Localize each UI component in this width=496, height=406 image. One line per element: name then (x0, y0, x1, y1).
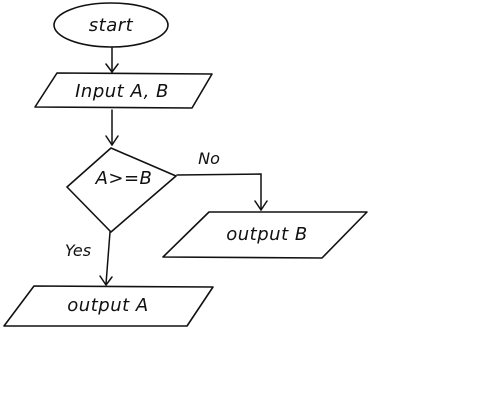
input-parallelogram-shape (34, 72, 213, 109)
arrowhead (254, 200, 268, 211)
edge-decision-no: No (176, 149, 268, 211)
arrowhead (105, 63, 119, 73)
edge-decision-yes: Yes (65, 231, 113, 286)
edge-line (105, 231, 111, 285)
input-label: Input A, B (75, 81, 169, 102)
edge-no-label: No (198, 149, 220, 168)
output-b-label: output B (226, 224, 307, 245)
output-a-label: output A (67, 295, 148, 316)
arrowhead (105, 135, 119, 146)
edge-line (176, 173, 262, 211)
decision-node: A>=B (66, 147, 177, 233)
decision-label: A>=B (95, 168, 153, 189)
output-a-parallelogram-shape (3, 285, 214, 327)
edge-yes-label: Yes (65, 241, 91, 260)
edge-start-to-input (105, 46, 119, 73)
edge-input-to-decision (105, 109, 119, 146)
output-a-node: output A (3, 285, 214, 327)
start-node: start (53, 2, 169, 48)
start-label: start (89, 15, 134, 36)
decision-diamond-shape (66, 147, 177, 233)
output-b-parallelogram-shape (162, 211, 368, 259)
start-terminator-shape (53, 2, 169, 48)
input-node: Input A, B (34, 72, 213, 109)
arrowhead (99, 275, 113, 286)
output-b-node: output B (162, 211, 368, 259)
